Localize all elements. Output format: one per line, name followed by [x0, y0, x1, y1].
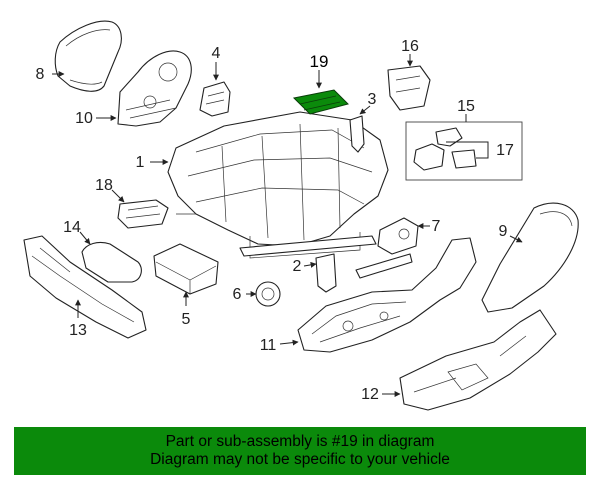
part-3-drawing: [349, 105, 371, 153]
part-12-drawing: [382, 309, 557, 411]
callout-19: 19: [310, 52, 329, 71]
part-notice-banner: Part or sub-assembly is #19 in diagram D…: [14, 427, 586, 475]
part-19-drawing: [292, 70, 349, 115]
callout-4: 4: [212, 45, 221, 62]
callout-2: 2: [293, 258, 302, 275]
part-14-drawing: [79, 231, 142, 283]
part-7-drawing: [355, 217, 430, 279]
callout-1: 1: [136, 154, 145, 171]
part-8-drawing: [52, 20, 122, 92]
callout-8: 8: [36, 66, 45, 83]
part-4-drawing: [199, 62, 231, 117]
part-11-drawing: [279, 237, 477, 353]
part-13-drawing: [23, 235, 147, 339]
callout-13: 13: [69, 322, 87, 339]
part-5-drawing: [153, 243, 219, 306]
callout-9: 9: [499, 223, 508, 240]
callout-14: 14: [63, 219, 81, 236]
part-9-drawing: [481, 202, 579, 313]
callout-10: 10: [75, 110, 93, 127]
callout-6: 6: [233, 286, 242, 303]
callout-15: 15: [457, 98, 475, 115]
part-18-drawing: [111, 189, 169, 229]
banner-background: [14, 427, 586, 475]
part-16-drawing: [387, 54, 431, 111]
part-1-drawing: [150, 111, 389, 259]
banner-line-1: Part or sub-assembly is #19 in diagram: [165, 433, 435, 450]
callout-16: 16: [401, 38, 419, 55]
part-2-drawing: [303, 253, 337, 293]
callout-7: 7: [432, 218, 441, 235]
callout-17: 17: [496, 142, 514, 159]
part-15-group: [405, 114, 523, 181]
callout-11: 11: [260, 337, 277, 354]
callout-18: 18: [95, 177, 113, 194]
callout-5: 5: [182, 311, 191, 328]
part-6-drawing: [246, 281, 281, 307]
callout-12: 12: [361, 386, 379, 403]
callout-3: 3: [368, 91, 377, 108]
banner-line-2: Diagram may not be specific to your vehi…: [150, 451, 450, 468]
part-10-drawing: [96, 50, 192, 127]
